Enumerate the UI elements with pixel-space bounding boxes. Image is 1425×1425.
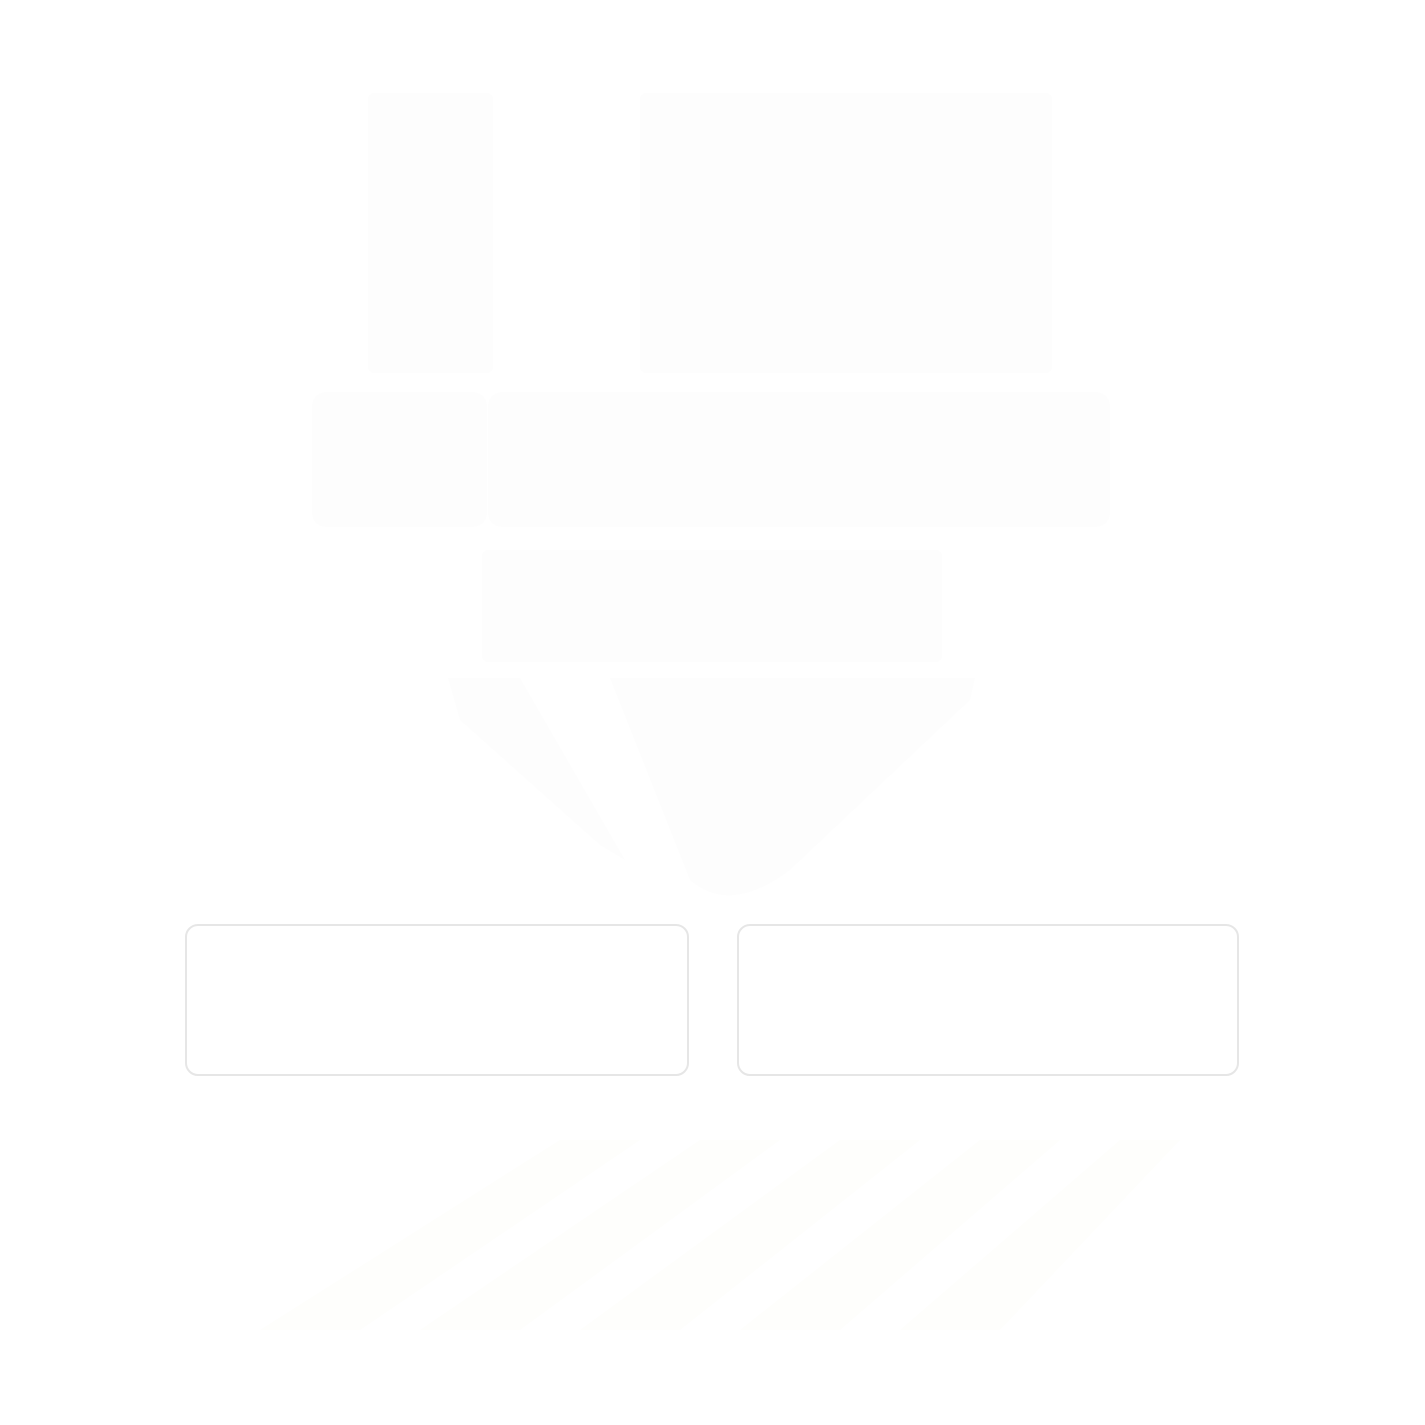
nozzle-funnel <box>610 678 975 896</box>
base-stripe <box>420 1140 780 1330</box>
middle-left-block <box>312 392 487 527</box>
base-stripe <box>900 1140 1180 1330</box>
left-bed-panel <box>185 924 689 1076</box>
base-stripe <box>260 1140 640 1330</box>
middle-right-block <box>488 392 1110 527</box>
top-left-block <box>368 93 493 373</box>
base-stripe <box>740 1140 1060 1330</box>
base-stripe <box>580 1140 920 1330</box>
nozzle-left-arm <box>448 678 625 860</box>
right-bed-panel <box>737 924 1239 1076</box>
print-head-block <box>482 550 942 662</box>
top-right-block <box>640 93 1052 373</box>
